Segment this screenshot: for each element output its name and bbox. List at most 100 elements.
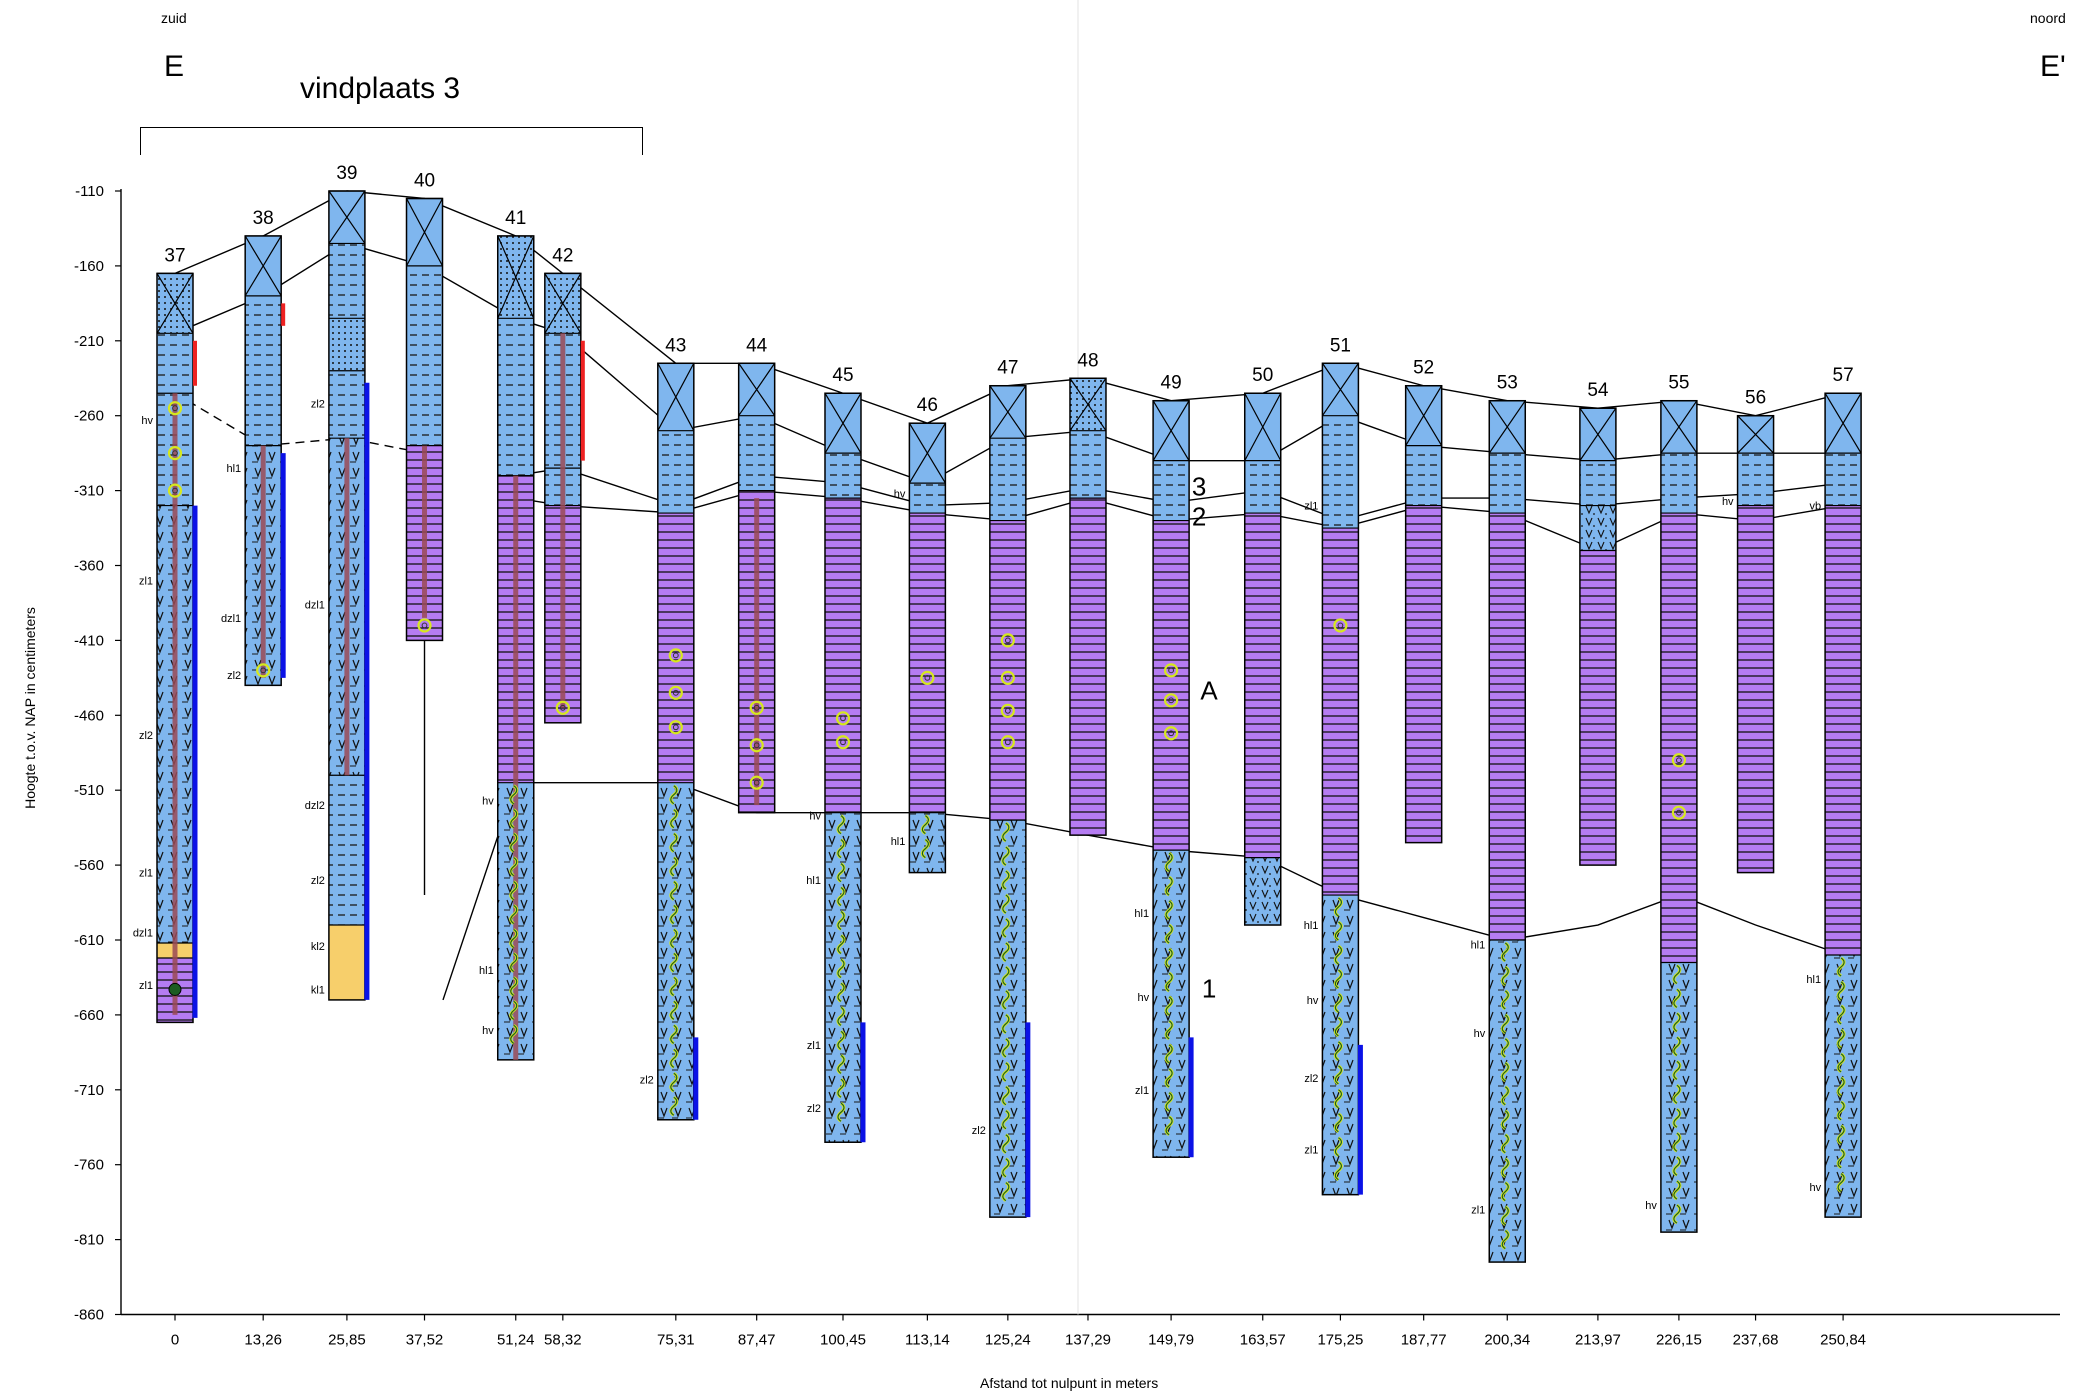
shell-marker-core: [172, 450, 178, 457]
shell-marker-core: [559, 704, 566, 711]
shell-marker: [749, 700, 764, 715]
layer-pattern: [1489, 453, 1526, 514]
wood-remains-outline: [510, 785, 518, 1044]
lithology-code: hv: [1474, 1028, 1486, 1040]
y-tick-label: -410: [74, 632, 104, 649]
lithology-code: dzl1: [221, 613, 241, 625]
shell-marker: [749, 738, 764, 753]
shell-marker-core: [924, 674, 931, 681]
shell-marker: [1000, 633, 1015, 648]
layer-pattern: [909, 513, 946, 813]
borehole-column: [989, 384, 1027, 1218]
north-direction-label: noord: [2030, 10, 2066, 26]
lithology-code: zl1: [139, 575, 153, 587]
shell-marker: [1671, 753, 1686, 768]
borehole-column: [1404, 384, 1443, 844]
borehole-column: [1488, 399, 1527, 1263]
borehole-number: 40: [414, 170, 435, 191]
shell-marker: [1000, 670, 1015, 685]
borehole-number: 46: [917, 395, 938, 416]
lithology-code: zl1: [1304, 1145, 1318, 1157]
disturbed-cross: [824, 392, 862, 454]
x-tick-label: 250,84: [1820, 1332, 1866, 1349]
layer-pattern: [824, 453, 861, 499]
disturbed-cross: [1660, 400, 1698, 454]
y-tick-label: -110: [75, 183, 104, 200]
shell-marker-core: [672, 689, 679, 696]
lithology-code: hl1: [1806, 974, 1821, 986]
borehole-number: 44: [746, 335, 768, 356]
layer-pattern: [1579, 460, 1616, 506]
layer-pattern: [1825, 505, 1862, 955]
south-direction-label: zuid: [161, 10, 187, 26]
y-tick-label: -360: [74, 558, 104, 575]
shell-marker: [167, 401, 183, 416]
layer-pattern: [1405, 505, 1442, 843]
x-tick-label: 113,14: [905, 1332, 950, 1349]
y-tick-label: -260: [74, 408, 104, 425]
y-tick-label: -460: [74, 707, 104, 724]
disturbed-cross: [657, 362, 695, 431]
x-tick-label: 25,85: [328, 1332, 366, 1349]
wood-remains-outline: [1165, 852, 1173, 1136]
shell-marker: [417, 618, 432, 633]
disturbed-cross: [156, 273, 194, 334]
layer-pattern: [1244, 513, 1281, 858]
y-tick-label: -760: [74, 1157, 104, 1174]
disturbed-cross: [908, 422, 946, 484]
shell-marker: [920, 670, 935, 685]
y-tick-label: -710: [74, 1082, 104, 1099]
layer-pattern: [1153, 460, 1190, 521]
layer-pattern: [328, 775, 365, 926]
disturbed-cross: [738, 362, 776, 417]
borehole-number: 52: [1413, 358, 1434, 379]
unit-label: 3: [1192, 472, 1206, 502]
wood-remains-outline: [670, 785, 678, 1116]
layer-pattern: [738, 415, 775, 491]
disturbed-cross: [1244, 392, 1282, 461]
shell-marker-core: [753, 704, 760, 711]
wood-remains-outline: [837, 815, 845, 1122]
disturbed-cross: [544, 273, 582, 334]
shell-marker-core: [1004, 739, 1011, 746]
shell-marker-core: [840, 739, 846, 746]
wood-remains-outline: [921, 815, 929, 859]
x-tick-label: 237,68: [1733, 1332, 1779, 1349]
x-tick-label: 149,79: [1148, 1332, 1194, 1349]
shell-marker-core: [672, 652, 679, 659]
layer-pattern: [824, 812, 861, 1143]
layer-pattern: [328, 243, 365, 319]
lithology-code: zl1: [807, 1040, 821, 1052]
x-tick-label: 0: [171, 1332, 179, 1349]
x-tick-label: 100,45: [820, 1332, 866, 1349]
x-tick-label: 75,31: [657, 1332, 695, 1349]
layer-pattern: [989, 520, 1026, 821]
borehole-column: [1824, 392, 1862, 1218]
lithology-code: hv: [1137, 992, 1149, 1004]
shell-marker-core: [840, 715, 846, 722]
layer-pattern: [406, 265, 443, 446]
borehole-column: [1736, 414, 1775, 874]
lithology-code: hv: [141, 415, 153, 427]
layer-fill: [328, 925, 365, 1000]
shell-marker: [1000, 735, 1015, 750]
layer-boundary-line: [174, 392, 425, 454]
shell-marker: [1000, 703, 1015, 718]
lithology-code: zl1: [1471, 1205, 1485, 1217]
lithology-code: zl2: [1304, 1073, 1318, 1085]
lithology-code: zl2: [972, 1125, 986, 1137]
